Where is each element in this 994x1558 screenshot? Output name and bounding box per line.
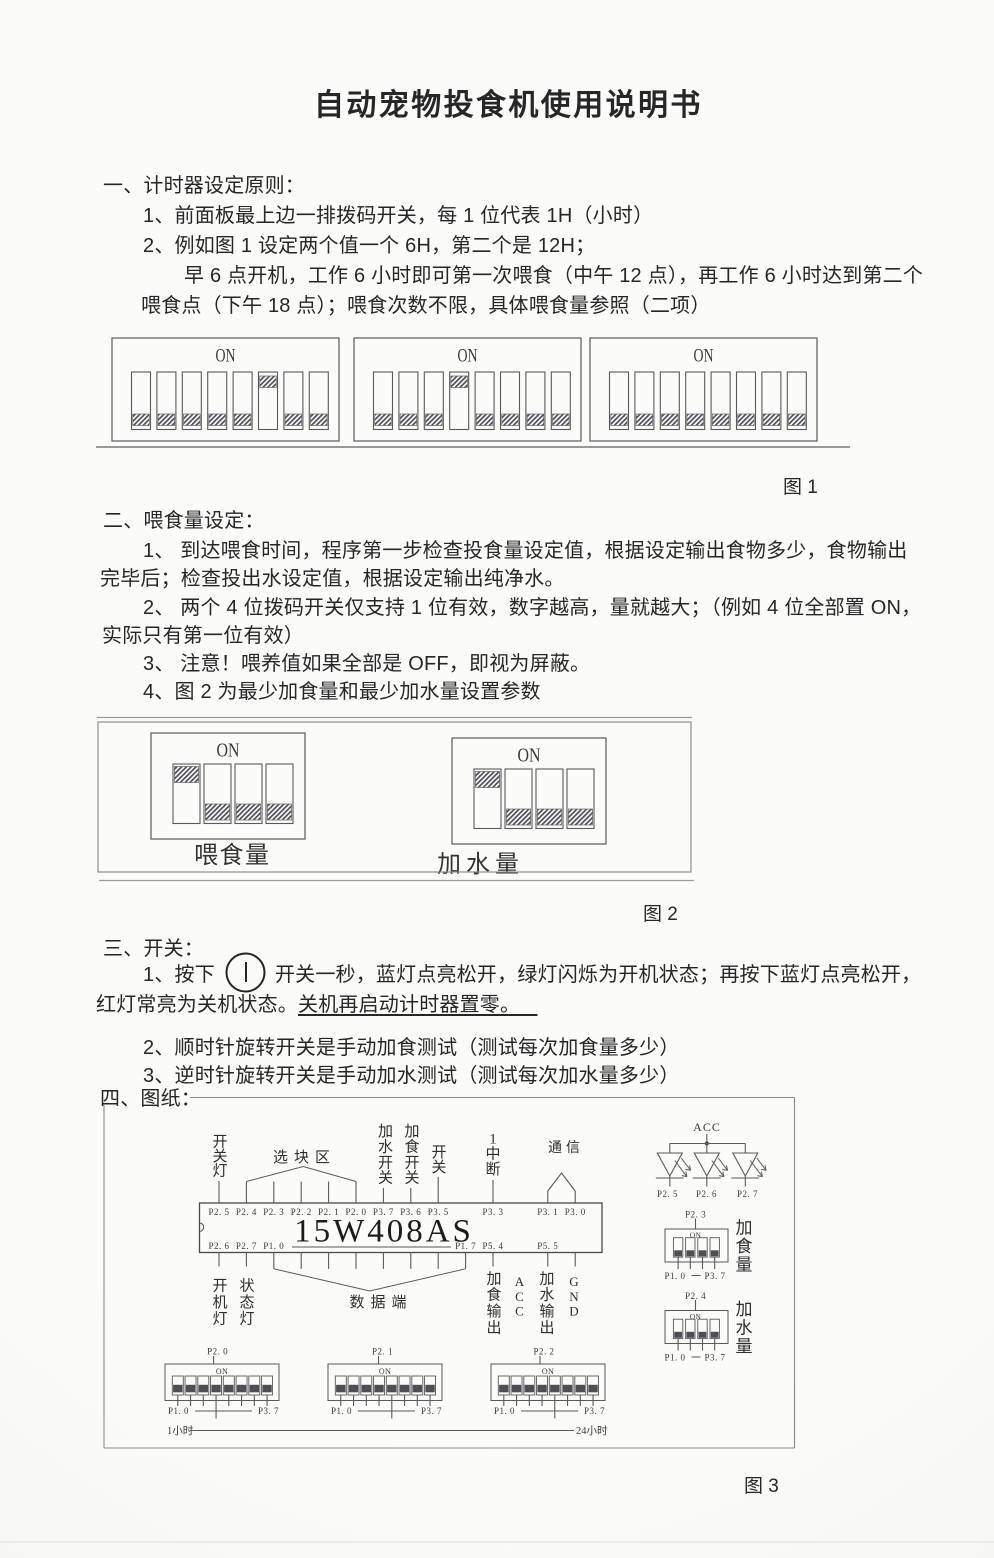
svg-text:出: 出 — [539, 1319, 554, 1336]
svg-text:P3. 7: P3. 7 — [704, 1353, 725, 1363]
svg-text:态: 态 — [239, 1294, 254, 1311]
svg-text:D: D — [569, 1303, 578, 1318]
svg-text:G: G — [569, 1274, 578, 1289]
svg-text:P1. 0: P1. 0 — [263, 1241, 284, 1251]
svg-text:ON: ON — [216, 1367, 228, 1376]
svg-text:关: 关 — [212, 1148, 227, 1165]
svg-text:P3. 7: P3. 7 — [373, 1207, 394, 1217]
svg-text:ON: ON — [458, 346, 478, 367]
svg-text:ON: ON — [379, 1367, 391, 1376]
svg-text:P3. 6: P3. 6 — [400, 1207, 421, 1217]
svg-text:N: N — [569, 1289, 579, 1304]
svg-text:P2. 4: P2. 4 — [685, 1291, 706, 1301]
svg-text:水: 水 — [736, 1319, 753, 1338]
svg-text:P2. 3: P2. 3 — [685, 1210, 706, 1220]
svg-text:P2. 5: P2. 5 — [657, 1189, 678, 1199]
svg-text:食: 食 — [404, 1138, 419, 1155]
svg-text:P2. 7: P2. 7 — [236, 1241, 257, 1251]
svg-text:出: 出 — [486, 1319, 501, 1336]
svg-text:P1. 0: P1. 0 — [664, 1271, 685, 1281]
svg-text:关: 关 — [431, 1159, 446, 1176]
svg-text:P2. 6: P2. 6 — [696, 1189, 717, 1199]
svg-text:关: 关 — [378, 1169, 393, 1186]
svg-text:1: 1 — [489, 1131, 497, 1147]
svg-text:P1. 0: P1. 0 — [331, 1406, 352, 1416]
svg-text:P2. 1: P2. 1 — [372, 1347, 393, 1357]
svg-text:P1. 0: P1. 0 — [664, 1353, 685, 1363]
svg-text:P1. 7: P1. 7 — [455, 1241, 476, 1251]
svg-text:开: 开 — [431, 1145, 446, 1161]
svg-text:水: 水 — [539, 1286, 554, 1303]
svg-text:ON: ON — [690, 1231, 702, 1240]
svg-text:ON: ON — [217, 740, 240, 762]
svg-text:水: 水 — [378, 1138, 393, 1155]
svg-text:P3. 5: P3. 5 — [428, 1207, 449, 1217]
svg-text:加: 加 — [736, 1300, 753, 1319]
svg-text:加: 加 — [486, 1270, 501, 1287]
svg-text:P3. 0: P3. 0 — [565, 1207, 586, 1217]
svg-text:ON: ON — [690, 1312, 702, 1321]
svg-text:开: 开 — [404, 1155, 419, 1171]
svg-text:灯: 灯 — [239, 1310, 254, 1327]
svg-text:灯: 灯 — [212, 1310, 227, 1327]
svg-text:P3. 7: P3. 7 — [584, 1406, 605, 1416]
svg-text:数据端: 数据端 — [350, 1294, 413, 1311]
svg-text:P2. 2: P2. 2 — [291, 1207, 312, 1217]
svg-text:ON: ON — [542, 1367, 554, 1376]
svg-text:15W408AS: 15W408AS — [294, 1214, 474, 1250]
svg-text:P2. 3: P2. 3 — [263, 1207, 284, 1217]
svg-text:输: 输 — [539, 1303, 554, 1320]
svg-text:24小时: 24小时 — [576, 1425, 608, 1437]
svg-text:灯: 灯 — [212, 1162, 227, 1179]
svg-text:C: C — [515, 1303, 524, 1318]
svg-text:P2. 2: P2. 2 — [533, 1347, 554, 1357]
svg-text:ON: ON — [216, 346, 236, 367]
svg-text:选块区: 选块区 — [273, 1149, 336, 1166]
svg-text:P3. 7: P3. 7 — [704, 1271, 725, 1281]
svg-text:P3. 7: P3. 7 — [258, 1406, 279, 1416]
svg-text:ACC: ACC — [693, 1120, 721, 1134]
svg-text:P5. 5: P5. 5 — [537, 1241, 558, 1251]
svg-text:食: 食 — [486, 1286, 501, 1303]
svg-text:P2. 6: P2. 6 — [208, 1241, 229, 1251]
svg-text:ON: ON — [694, 346, 714, 367]
svg-text:量: 量 — [736, 1256, 753, 1275]
svg-text:P1. 0: P1. 0 — [494, 1406, 515, 1416]
svg-text:ON: ON — [518, 745, 541, 767]
svg-text:1小时: 1小时 — [167, 1425, 194, 1437]
svg-text:P2. 5: P2. 5 — [208, 1207, 229, 1217]
svg-text:断: 断 — [485, 1161, 500, 1178]
svg-text:加: 加 — [378, 1123, 393, 1140]
svg-text:P2. 7: P2. 7 — [737, 1189, 758, 1199]
svg-text:P2. 4: P2. 4 — [236, 1207, 257, 1217]
svg-text:P3. 1: P3. 1 — [537, 1207, 558, 1217]
svg-text:P3. 3: P3. 3 — [482, 1207, 503, 1217]
svg-text:开: 开 — [378, 1155, 393, 1171]
svg-text:A: A — [515, 1274, 525, 1289]
svg-text:量: 量 — [736, 1337, 753, 1356]
svg-text:开: 开 — [212, 1134, 227, 1150]
svg-text:P2. 0: P2. 0 — [345, 1207, 366, 1217]
svg-text:加: 加 — [404, 1123, 419, 1140]
svg-text:开: 开 — [212, 1278, 227, 1294]
svg-text:P1. 0: P1. 0 — [168, 1406, 189, 1416]
svg-text:加: 加 — [539, 1270, 554, 1287]
svg-text:关: 关 — [404, 1169, 419, 1186]
svg-text:加: 加 — [736, 1219, 753, 1238]
svg-text:输: 输 — [486, 1303, 501, 1320]
svg-text:通信: 通信 — [548, 1140, 584, 1156]
svg-text:P2. 1: P2. 1 — [318, 1207, 339, 1217]
svg-text:P3. 7: P3. 7 — [421, 1406, 442, 1416]
svg-text:状: 状 — [239, 1277, 254, 1294]
svg-text:C: C — [515, 1289, 524, 1304]
svg-text:机: 机 — [212, 1294, 227, 1311]
svg-text:食: 食 — [736, 1237, 753, 1256]
svg-text:P2. 0: P2. 0 — [207, 1347, 228, 1357]
svg-text:P5. 4: P5. 4 — [482, 1241, 503, 1251]
svg-text:中: 中 — [485, 1145, 500, 1162]
